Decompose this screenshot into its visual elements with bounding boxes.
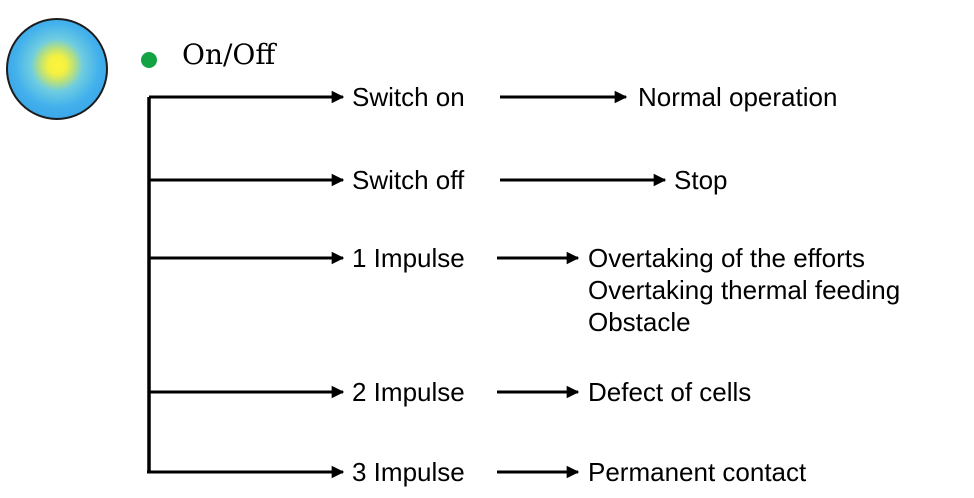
trigger-label-3-impulse: 3 Impulse (352, 457, 465, 487)
result-label-obstacle: Obstacle (588, 307, 691, 337)
result-label-normal-operation: Normal operation (638, 82, 838, 112)
trigger-label-2-impulse: 2 Impulse (352, 377, 465, 407)
indicator-dot (141, 52, 157, 68)
result-label-defect-of-cells: Defect of cells (588, 377, 752, 407)
trigger-label-switch-on: Switch on (352, 82, 465, 112)
result-label-overtaking-efforts: Overtaking of the efforts (588, 243, 865, 273)
diagram-title: On/Off (182, 38, 276, 71)
result-label-overtaking-thermal-feeding: Overtaking thermal feeding (588, 275, 901, 305)
trigger-label-1-impulse: 1 Impulse (352, 243, 465, 273)
result-label-permanent-contact: Permanent contact (588, 457, 807, 487)
trigger-label-switch-off: Switch off (352, 165, 465, 195)
status-lamp-icon (6, 18, 108, 120)
result-label-stop: Stop (674, 165, 728, 195)
